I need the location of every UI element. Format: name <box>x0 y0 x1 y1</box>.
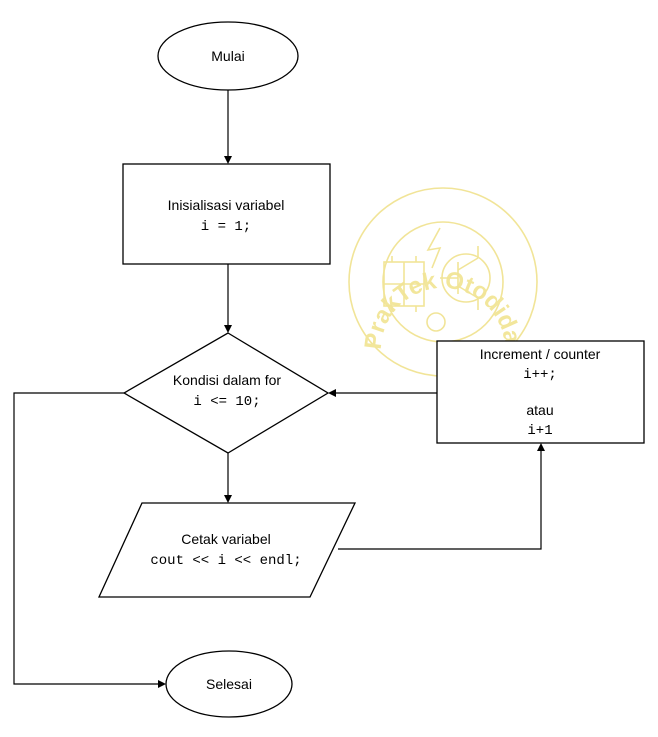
node-init-label: Inisialisasi variabel <box>168 197 285 213</box>
node-end: Selesai <box>165 650 293 718</box>
node-start-label: Mulai <box>211 48 244 64</box>
node-print-code: cout << i << endl; <box>150 553 301 569</box>
arrowhead-icon <box>224 325 232 333</box>
circuit-icon <box>383 256 425 312</box>
arrowhead-icon <box>158 680 166 688</box>
edges <box>13 90 545 688</box>
node-init: Inisialisasi variabel i = 1; <box>122 163 331 265</box>
edge-condition-to-end <box>13 392 160 685</box>
arrowhead-icon <box>537 443 545 451</box>
node-print: Cetak variabel cout << i << endl; <box>97 502 357 598</box>
led-icon <box>426 312 446 332</box>
arrowhead-icon <box>328 389 336 397</box>
edge-print-to-increment <box>338 449 542 550</box>
node-condition-code: i <= 10; <box>193 394 260 410</box>
node-init-code: i = 1; <box>201 219 251 235</box>
node-increment-alt-label: atau <box>526 402 553 418</box>
node-condition: Kondisi dalam for i <= 10; <box>122 332 330 454</box>
node-print-label: Cetak variabel <box>181 531 271 547</box>
node-start: Mulai <box>157 21 299 91</box>
node-condition-label: Kondisi dalam for <box>173 372 282 388</box>
node-end-label: Selesai <box>206 676 252 692</box>
node-increment: Increment / counter i++; atau i+1 <box>436 340 645 444</box>
transistor-icon <box>440 246 491 310</box>
lightning-icon <box>426 227 442 269</box>
arrowhead-icon <box>224 156 232 164</box>
node-increment-label: Increment / counter <box>480 346 601 362</box>
arrowhead-icon <box>224 495 232 503</box>
node-increment-code: i++; <box>523 367 557 383</box>
node-increment-alt-code: i+1 <box>527 423 552 439</box>
